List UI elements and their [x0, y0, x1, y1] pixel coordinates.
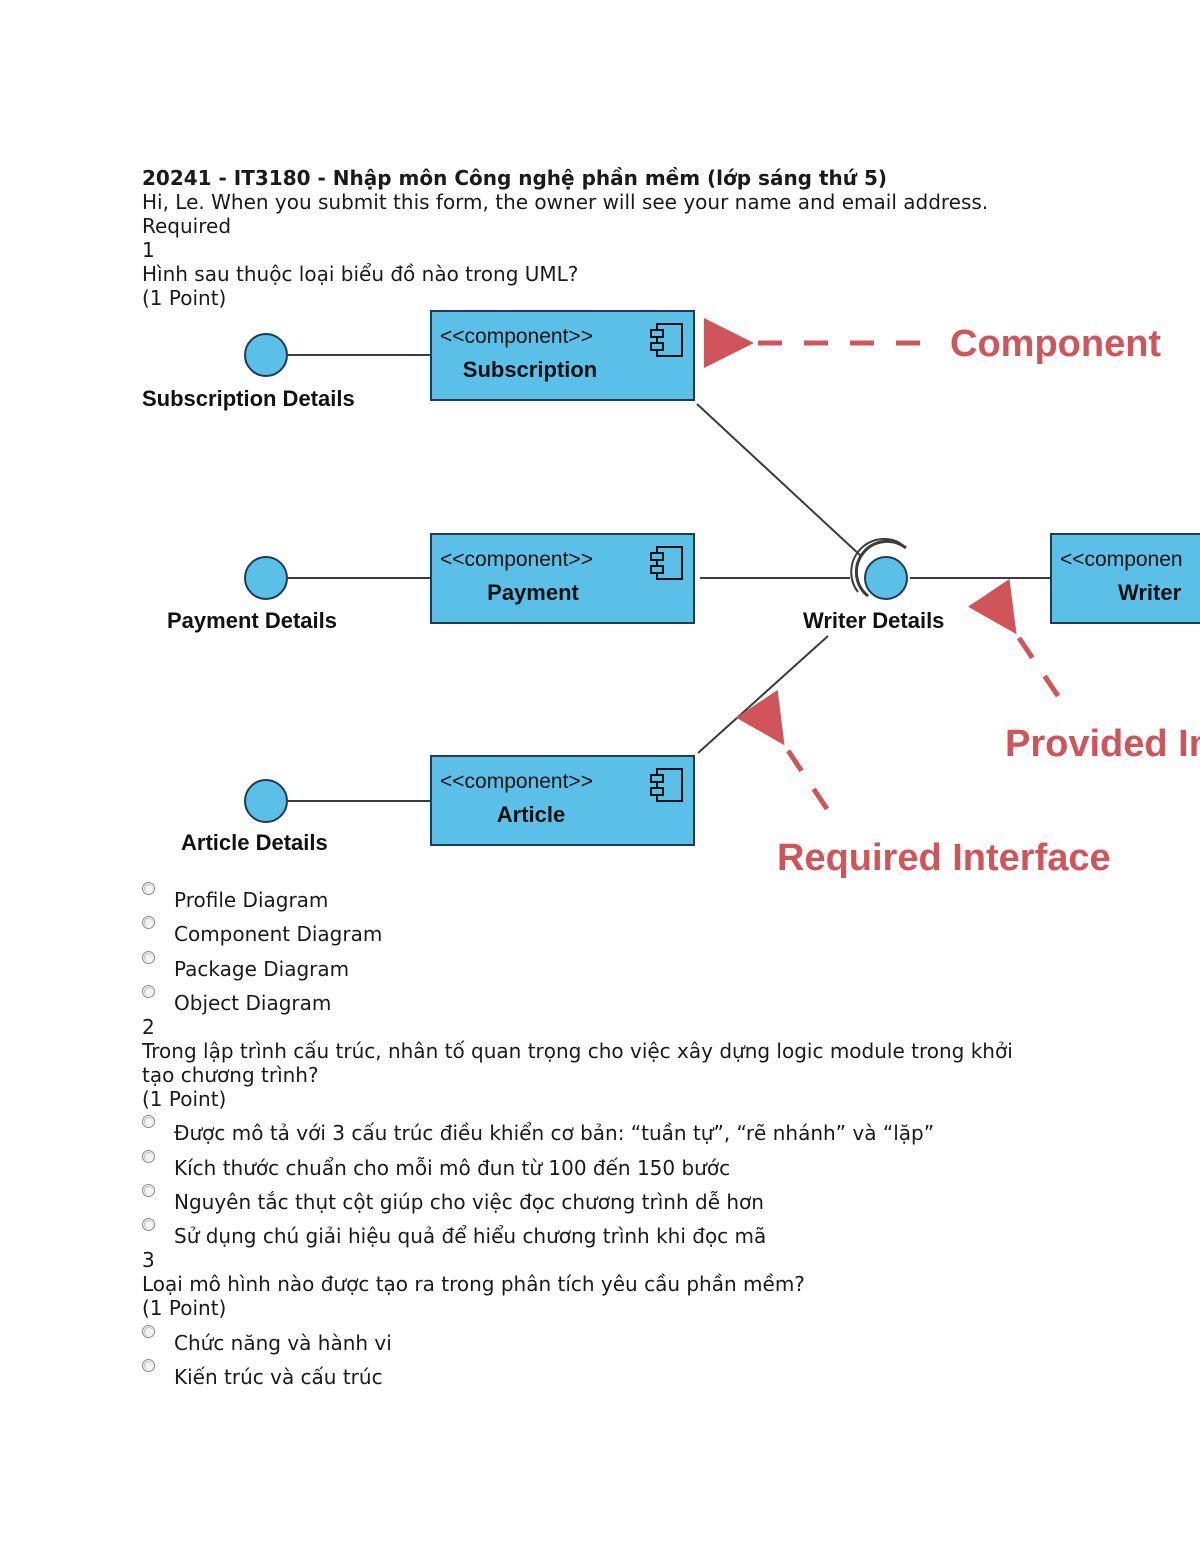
- option-label: Component Diagram: [174, 922, 383, 946]
- interface-label: Subscription Details: [142, 386, 355, 411]
- question-points: (1 Point): [142, 286, 227, 310]
- component-payment: <<component>> Payment: [430, 533, 695, 624]
- interface-label: Writer Details: [803, 608, 944, 633]
- component-box: [430, 310, 695, 401]
- radio-button[interactable]: [142, 1184, 155, 1197]
- callout-provided: Provided In: [1005, 723, 1200, 765]
- option-label: Object Diagram: [174, 991, 332, 1015]
- callout-required: Required Interface: [777, 837, 1111, 879]
- option-label: Chức năng và hành vi: [174, 1331, 392, 1355]
- radio-button[interactable]: [142, 985, 155, 998]
- question-text: Loại mô hình nào được tạo ra trong phân …: [142, 1272, 805, 1296]
- interface-circle-article: [244, 779, 288, 823]
- radio-button[interactable]: [142, 1325, 155, 1338]
- connector-subscription-writer: [696, 403, 863, 558]
- option-label: Package Diagram: [174, 957, 350, 981]
- interface-label: Payment Details: [167, 608, 337, 633]
- form-title: 20241 - IT3180 - Nhập môn Công nghệ phần…: [142, 166, 888, 190]
- component-stereotype: <<componen: [1060, 548, 1183, 571]
- privacy-notice: Hi, Le. When you submit this form, the o…: [142, 190, 989, 214]
- question-number: 3: [142, 1248, 155, 1272]
- arrow-provided: [967, 578, 1061, 698]
- uml-component-diagram: Subscription Details Payment Details Art…: [142, 310, 1200, 879]
- option-label: Sử dụng chú giải hiệu quả để hiểu chương…: [174, 1224, 767, 1248]
- question-text: tạo chương trình?: [142, 1063, 319, 1087]
- connector-article-writer: [697, 635, 829, 754]
- radio-button[interactable]: [142, 1150, 155, 1163]
- component-name: Article: [497, 802, 565, 827]
- option-label: Kiến trúc và cấu trúc: [174, 1365, 383, 1389]
- question-number: 2: [142, 1015, 155, 1039]
- radio-button[interactable]: [142, 916, 155, 929]
- radio-button[interactable]: [142, 1218, 155, 1231]
- component-name: Writer: [1118, 580, 1182, 605]
- component-name: Subscription: [463, 357, 597, 382]
- component-stereotype: <<component>>: [440, 548, 593, 571]
- radio-button[interactable]: [142, 951, 155, 964]
- component-icon: [650, 768, 683, 802]
- question-points: (1 Point): [142, 1087, 227, 1111]
- option-label: Kích thước chuẩn cho mỗi mô đun từ 100 đ…: [174, 1156, 731, 1180]
- required-label: Required: [142, 214, 232, 238]
- interface-circle-subscription: [244, 333, 288, 377]
- component-box: [430, 533, 695, 624]
- question-points: (1 Point): [142, 1296, 227, 1320]
- component-box: [430, 755, 695, 846]
- component-stereotype: <<component>>: [440, 325, 593, 348]
- component-icon: [650, 546, 683, 580]
- interface-label: Article Details: [181, 830, 328, 855]
- radio-button[interactable]: [142, 1115, 155, 1128]
- option-label: Profile Diagram: [174, 888, 329, 912]
- interface-circle-payment: [244, 556, 288, 600]
- interface-circle-writer: [864, 556, 908, 600]
- question-text: Trong lập trình cấu trúc, nhân tố quan t…: [142, 1039, 1013, 1063]
- question-number: 1: [142, 238, 155, 262]
- question-text: Hình sau thuộc loại biểu đồ nào trong UM…: [142, 262, 579, 286]
- radio-button[interactable]: [142, 1359, 155, 1372]
- required-socket: [850, 538, 907, 598]
- component-subscription: <<component>> Subscription: [430, 310, 695, 401]
- component-stereotype: <<component>>: [440, 770, 593, 793]
- callout-component: Component: [950, 323, 1161, 365]
- component-icon: [650, 323, 683, 357]
- option-label: Nguyên tắc thụt cột giúp cho việc đọc ch…: [174, 1190, 764, 1214]
- component-article: <<component>> Article: [430, 755, 695, 846]
- radio-button[interactable]: [142, 882, 155, 895]
- option-label: Được mô tả với 3 cấu trúc điều khiển cơ …: [174, 1121, 935, 1145]
- arrow-required: [736, 689, 830, 811]
- component-name: Payment: [487, 580, 579, 605]
- component-box: [1050, 533, 1200, 624]
- component-writer: <<componen Writer: [1050, 533, 1200, 624]
